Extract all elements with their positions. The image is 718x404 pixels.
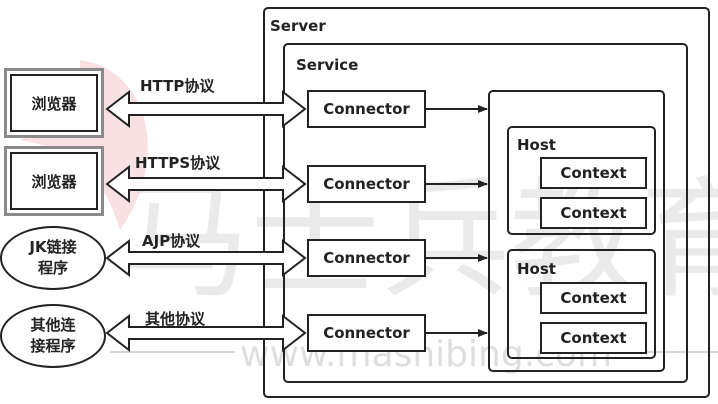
browser-client: 浏览器 — [4, 68, 104, 138]
other-client: 其他连 接程序 — [0, 304, 106, 368]
connector-box: Connector — [307, 239, 426, 277]
client-label-line: 其他连 — [30, 316, 76, 334]
protocol-label: 其他协议 — [145, 310, 206, 328]
service-box — [283, 43, 688, 383]
context-box: Context — [540, 197, 647, 229]
server-box — [263, 7, 710, 398]
client-label: 浏览器 — [10, 74, 98, 132]
protocol-label: AJP协议 — [142, 232, 201, 250]
context-box: Context — [540, 282, 647, 314]
connector-box: Connector — [307, 314, 426, 352]
jk-client: JK链接 程序 — [0, 226, 106, 290]
host-title: Host — [517, 260, 556, 278]
host-title: Host — [517, 136, 556, 154]
client-label: 浏览器 — [10, 152, 98, 210]
protocol-double-arrow — [105, 238, 307, 278]
protocol-label: HTTPS协议 — [135, 154, 221, 172]
protocol-double-arrow — [105, 89, 307, 129]
server-title: Server — [270, 17, 326, 35]
client-label-line: 接程序 — [30, 337, 76, 355]
client-label-line: JK链接 — [29, 238, 77, 256]
protocol-double-arrow — [105, 313, 307, 353]
context-box: Context — [540, 322, 647, 354]
client-label-line: 程序 — [37, 259, 68, 277]
browser-client: 浏览器 — [4, 146, 104, 216]
context-box: Context — [540, 157, 647, 189]
connector-box: Connector — [307, 90, 426, 128]
protocol-double-arrow — [105, 164, 307, 204]
host-box — [507, 249, 656, 359]
engine-box — [488, 90, 665, 372]
connector-box: Connector — [307, 165, 426, 203]
service-title: Service — [296, 56, 359, 74]
protocol-label: HTTP协议 — [140, 77, 215, 95]
host-box — [507, 126, 656, 235]
